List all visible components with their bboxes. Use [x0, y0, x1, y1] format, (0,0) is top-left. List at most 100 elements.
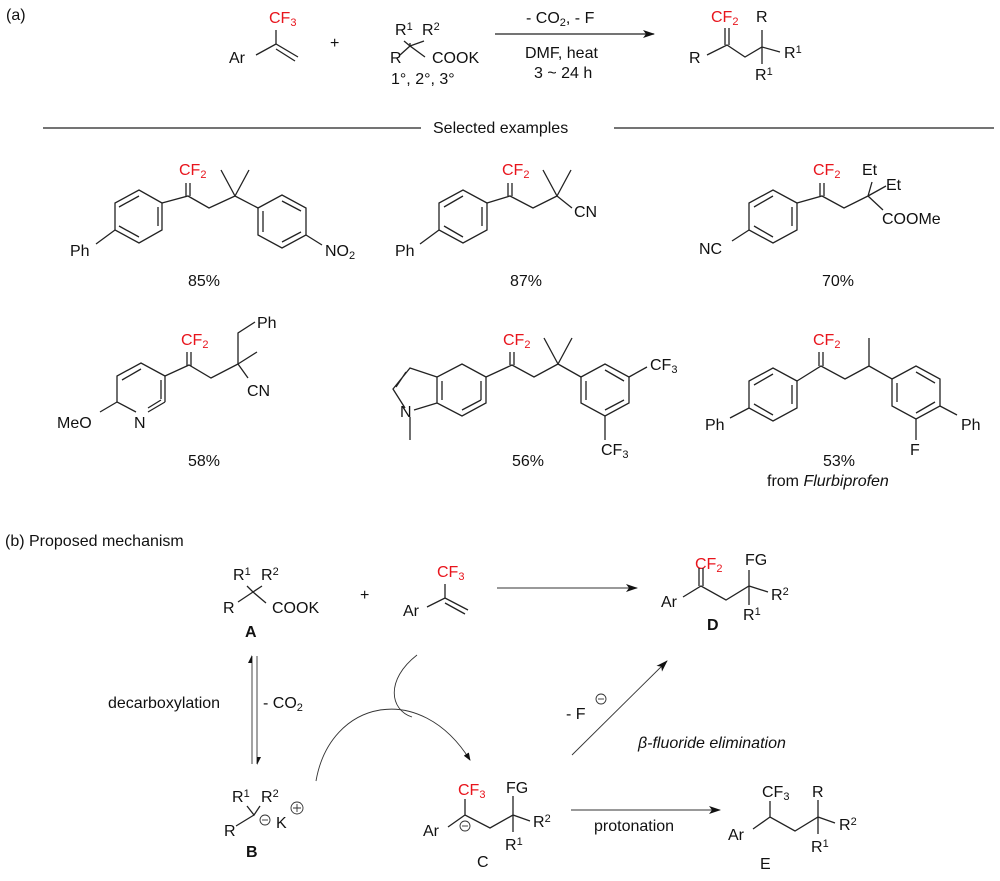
r1-label: R1​ [233, 566, 251, 584]
alkene: CF3​ Ar [403, 564, 469, 620]
r-label: R [390, 50, 402, 67]
compound-e: CF3​ Ar R R2​ R1​ E [728, 784, 857, 873]
r2-label: R2​ [771, 586, 789, 604]
conditions-above: - CO2​, - F [526, 10, 595, 29]
cf3-label-2: CF3​ [601, 442, 628, 461]
cf2-label: CF2​ [179, 162, 206, 181]
r2-label: R2​ [261, 788, 279, 806]
negative-charge-icon [459, 820, 471, 832]
protonation-label: protonation [594, 818, 674, 835]
compound-id-e: E [760, 856, 771, 873]
fg-label: FG [506, 780, 528, 797]
equilibrium-arrows [248, 655, 261, 765]
example-5: CF2​ N CF3​ CF3​ 56% [392, 332, 677, 470]
r1-label: R1​ [505, 836, 523, 854]
r1-label: R1​ [811, 838, 829, 856]
yield-label: 56% [512, 453, 544, 470]
negative-charge-icon [595, 693, 607, 705]
ph-label: Ph [257, 315, 277, 332]
r2-label: R2​ [261, 566, 279, 584]
r1-label: R1​ [743, 606, 761, 624]
positive-charge-icon [290, 801, 304, 815]
r2-label: R2​ [839, 816, 857, 834]
ar-label: Ar [661, 594, 678, 611]
cf2-label: CF2​ [813, 162, 840, 181]
cf2-label: CF2​ [181, 332, 208, 351]
compound-b: R1​ R2​ R K B [224, 788, 304, 861]
cf3-label: CF3​ [437, 564, 464, 583]
plus-sign: + [330, 35, 339, 52]
fluoride-loss-label: - F [566, 706, 586, 723]
arrow-to-d-elimination [571, 660, 668, 756]
cn-label: CN [247, 383, 270, 400]
reactant-carboxylate: R1​ R2​ R COOK 1°, 2°, 3° [390, 21, 479, 88]
f-label: F [910, 442, 920, 459]
compound-id-b: B [246, 844, 258, 861]
cf2-label: CF2​ [503, 332, 530, 351]
r-label: R [224, 823, 236, 840]
divider-label: Selected examples [433, 120, 568, 137]
ar-label: Ar [229, 50, 246, 67]
r1-right-label: R1​ [784, 44, 802, 62]
r-top-label: R [756, 9, 768, 26]
compound-id-d: D [707, 617, 719, 634]
n-label: N [400, 404, 412, 421]
source-note: from Flurbiprofen [767, 473, 889, 490]
cook-label: COOK [272, 600, 319, 617]
cf2-label: CF2​ [695, 556, 722, 575]
r1-label: R1​ [395, 21, 413, 39]
reactant-cf3-alkene: CF3​ Ar [229, 10, 299, 67]
cf3-label: CF3​ [269, 10, 296, 29]
cf3-label: CF3​ [762, 784, 789, 803]
cf3-label: CF3​ [458, 782, 485, 801]
degree-note: 1°, 2°, 3° [391, 71, 455, 88]
panel-a-label: (a) [6, 7, 26, 24]
example-2: CF2​ Ph CN 87% [395, 162, 597, 290]
conditions-time: 3 ~ 24 h [534, 65, 592, 82]
curved-arrow-alkene [393, 654, 418, 718]
cf2-label: CF2​ [813, 332, 840, 351]
ph-label-right: Ph [961, 417, 981, 434]
r1-bottom-label: R1​ [755, 66, 773, 84]
ph-label: Ph [70, 243, 90, 260]
example-1: CF2​ Ph NO2​ 85% [70, 162, 355, 290]
r2-label: R2​ [533, 813, 551, 831]
cf2-label: CF2​ [711, 9, 738, 28]
compound-c: CF3​ Ar FG R2​ R1​ C [423, 780, 551, 871]
cf2-label: CF2​ [502, 162, 529, 181]
yield-label: 85% [188, 273, 220, 290]
negative-charge-icon [259, 814, 271, 826]
yield-label: 87% [510, 273, 542, 290]
example-6: CF2​ Ph F Ph 53% from Flurbiprofen [705, 332, 981, 490]
ph-label: Ph [395, 243, 415, 260]
yield-label: 58% [188, 453, 220, 470]
ph-label-left: Ph [705, 417, 725, 434]
cf3-label-1: CF3​ [650, 357, 677, 376]
nc-label: NC [699, 241, 722, 258]
compound-id-c: C [477, 854, 489, 871]
ar-label: Ar [403, 603, 420, 620]
et-label-2: Et [886, 177, 902, 194]
example-4: CF2​ MeO N Ph CN 58% [57, 315, 277, 470]
r1-label: R1​ [232, 788, 250, 806]
yield-label: 53% [823, 453, 855, 470]
cn-label: CN [574, 204, 597, 221]
panel-b-label: (b) Proposed mechanism [5, 533, 184, 550]
beta-elimination-label: β-fluoride elimination [637, 735, 786, 752]
yield-label: 70% [822, 273, 854, 290]
example-3: CF2​ NC Et Et COOMe 70% [699, 162, 941, 290]
decarboxylation-label: decarboxylation [108, 695, 220, 712]
ar-label: Ar [728, 827, 745, 844]
compound-d: CF2​ Ar FG R2​ R1​ D [661, 552, 789, 634]
general-product: CF2​ R R R1​ R1​ [689, 9, 802, 84]
fg-label: FG [745, 552, 767, 569]
no2-label: NO2​ [325, 243, 355, 262]
k-label: K [276, 815, 287, 832]
coome-label: COOMe [882, 211, 941, 228]
conditions-solvent: DMF, heat [525, 45, 598, 62]
r-label: R [689, 50, 701, 67]
co2-loss-label: - CO2​ [263, 695, 303, 714]
r-label: R [812, 784, 824, 801]
plus-sign: + [360, 587, 369, 604]
